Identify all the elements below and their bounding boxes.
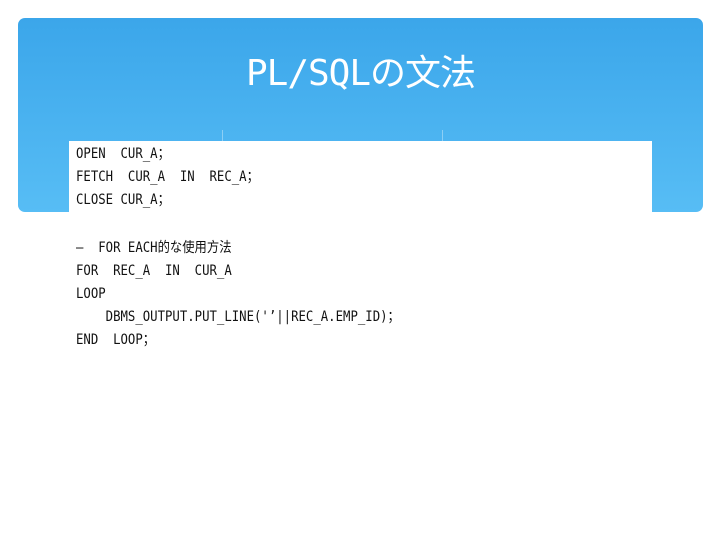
- code-line: FOR REC_A IN CUR_A: [76, 263, 232, 279]
- code-line: END LOOP；: [76, 332, 156, 348]
- code-line: FETCH CUR_A IN REC_A；: [76, 169, 259, 185]
- code-line: OPEN CUR_A；: [76, 146, 170, 162]
- code-line: DBMS_OUTPUT.PUT_LINE('’||REC_A.EMP_ID)；: [76, 309, 400, 325]
- column-divider: [222, 130, 223, 141]
- slide-title: PL/SQLの文法: [245, 53, 476, 94]
- code-line: LOOP: [76, 286, 106, 302]
- code-comment-line: — FOR EACH的な使用方法: [76, 240, 232, 256]
- code-box: [69, 141, 652, 213]
- code-block-top: OPEN CUR_A； FETCH CUR_A IN REC_A； CLOSE …: [76, 143, 284, 212]
- code-line: CLOSE CUR_A；: [76, 192, 170, 208]
- column-divider: [442, 130, 443, 141]
- code-block-bottom: — FOR EACH的な使用方法 FOR REC_A IN CUR_A LOOP…: [76, 237, 444, 352]
